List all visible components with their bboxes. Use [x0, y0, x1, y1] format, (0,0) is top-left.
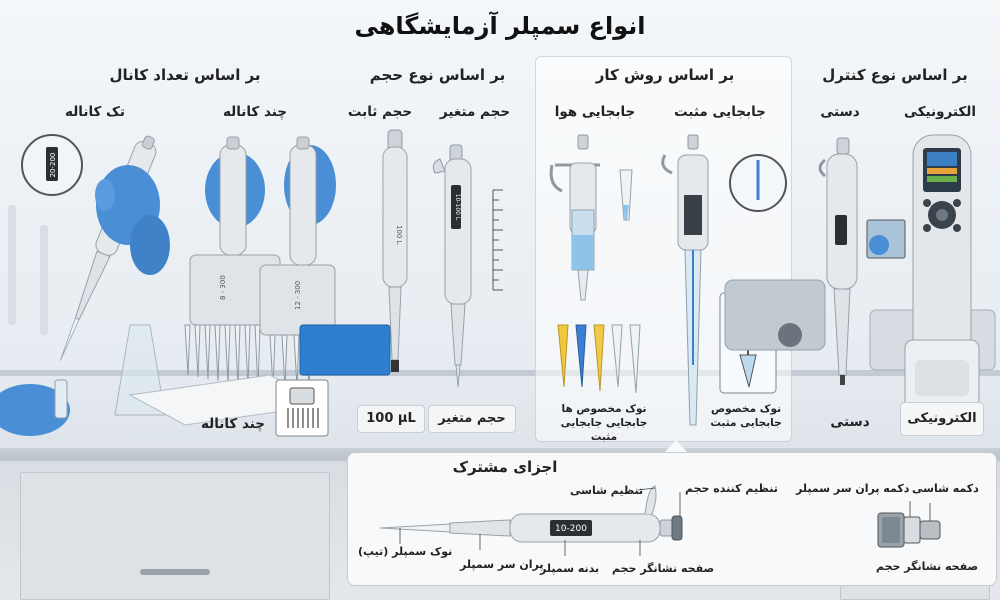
- label-electronic: الکترونیکی: [904, 104, 976, 120]
- svg-text:8 - 300: 8 - 300: [219, 275, 227, 300]
- svg-text:10-100 L: 10-100 L: [454, 194, 461, 221]
- section-title-mechanism: بر اساس روش کار: [595, 66, 735, 84]
- part-display-label: صفحه نشانگر حجم: [612, 562, 715, 575]
- part-ejector-label: پران سر سمپلر: [460, 558, 544, 571]
- part-body-label: بدنه سمپلر: [540, 562, 600, 575]
- part-volume-adjust-label: تنظیم کننده حجم: [685, 482, 778, 495]
- label-variable-volume: حجم متغیر: [439, 104, 511, 120]
- label-multi-channel: چند کاناله: [222, 104, 288, 120]
- plunger-closeup-diagram: [877, 501, 941, 548]
- svg-text:12 - 300: 12 - 300: [294, 281, 302, 310]
- single-channel-illustration: 20-200: [0, 134, 170, 436]
- label-single-channel: تک کاناله: [65, 104, 125, 120]
- ejector-button-label: دکمه پران سر سمپلر: [796, 482, 910, 495]
- part-tip-label: نوک سمپلر (تیپ): [358, 545, 453, 558]
- label-air-displacement: جابجایی هوا: [554, 104, 636, 120]
- part-shaft-adjust-label: تنظیم شاسی: [570, 484, 644, 497]
- volume-illustration: 100 L 10-100 L: [299, 129, 503, 388]
- label-electronic-bottom: الکترونیکی: [900, 402, 984, 436]
- label-manual: دستی: [820, 104, 860, 120]
- multi-channel-illustration: 8 - 300 12 - 300: [128, 136, 336, 426]
- section-title-channels: بر اساس تعداد کانال: [109, 66, 261, 84]
- multi-channel-inset: [275, 379, 329, 437]
- cabinet-left: [20, 472, 330, 600]
- parts-panel-pointer: [664, 440, 688, 453]
- section-title-volume: بر اساس نوع حجم: [369, 66, 506, 84]
- display2-label: صفحه نشانگر حجم: [876, 560, 979, 573]
- label-multi-channel-bottom: چند کاناله: [200, 416, 266, 432]
- plunger-button-label: دکمه شاسی: [912, 482, 979, 495]
- tips-air-label: نوک مخصوص ها جابجایی جابجایی مثبت: [560, 403, 648, 443]
- page-title: انواع سمپلر آزمایشگاهی: [354, 12, 646, 40]
- label-manual-bottom: دستی: [830, 414, 870, 430]
- section-title-control: بر اساس نوع کنترل: [822, 66, 968, 84]
- label-variable-volume-bottom: حجم متغیر: [428, 405, 516, 433]
- fixed-volume-value: 100 μL: [357, 405, 425, 433]
- display-value: 10-200: [555, 524, 587, 534]
- common-parts-title: اجزای مشترک: [452, 458, 558, 476]
- lab-shelf: [0, 370, 1000, 376]
- pipette-parts-diagram: 10-200: [379, 485, 683, 556]
- tips-positive-label: نوک مخصوص جابجایی مثبت: [710, 403, 782, 429]
- label-positive-displacement: جابجایی مثبت: [674, 104, 766, 120]
- svg-text:20-200: 20-200: [49, 153, 57, 178]
- label-fixed-volume: حجم ثابت: [347, 104, 413, 120]
- control-illustration: [724, 134, 996, 431]
- svg-text:100 L: 100 L: [395, 225, 403, 245]
